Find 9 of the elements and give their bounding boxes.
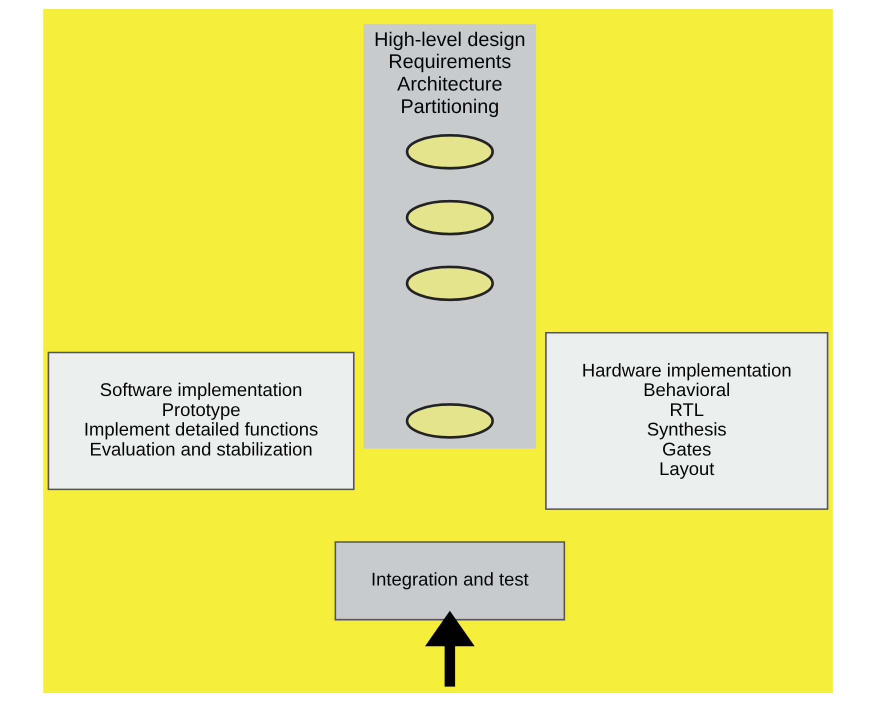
node-ellipse [406, 402, 494, 438]
node-box: Hardware implementation Behavioral RTL Synthesis Gates Layout [545, 331, 828, 510]
node-ellipse [406, 199, 494, 235]
node-ellipse [406, 134, 494, 170]
arrow [425, 610, 475, 686]
cluster: High-level design Requirements Architecture Partitioning [364, 24, 536, 448]
node-box: Software implementation Prototype Implement detailed functions Evaluation and stabilization [48, 351, 355, 490]
node-box: Integration and test [334, 540, 566, 620]
node-ellipse [406, 265, 494, 301]
